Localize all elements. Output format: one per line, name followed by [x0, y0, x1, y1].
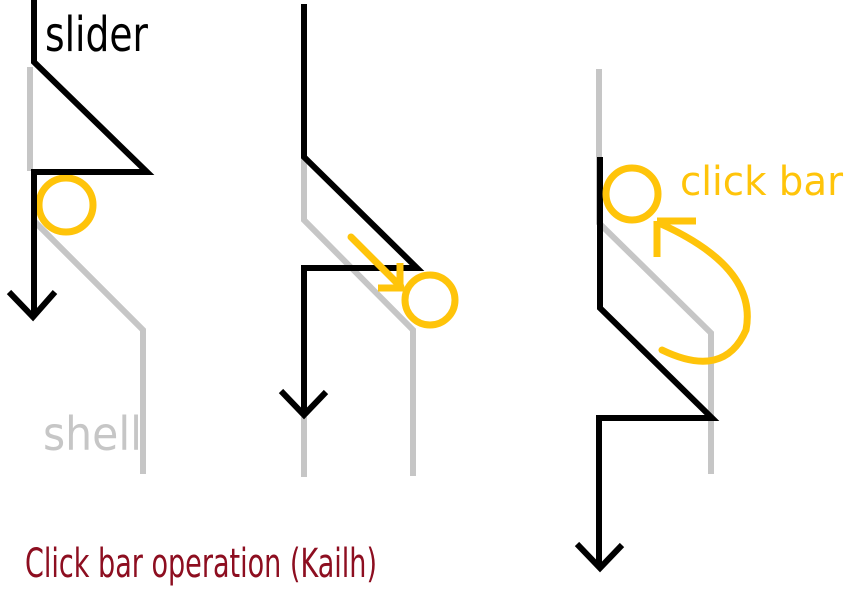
down-arrow-icon [278, 388, 329, 420]
shell-outline [301, 158, 416, 477]
slider-outline [6, 0, 155, 322]
click-bar-label: click bar [680, 159, 844, 205]
snap-arrow-shaft [347, 233, 405, 291]
shell-ramp-and-right-wall [301, 158, 416, 476]
click-bar-circle [35, 174, 97, 236]
slider-profile [301, 4, 425, 413]
shell-outline [596, 69, 714, 474]
shell-outline [27, 67, 146, 474]
panel-stage-2 [278, 4, 459, 477]
click-bar-circle [401, 271, 459, 329]
click-bar-circle [602, 164, 662, 224]
shell-ramp-and-right-wall [30, 217, 146, 474]
shell-label: shell [43, 407, 142, 461]
slider-profile [31, 0, 155, 314]
slider-label: slider [45, 7, 148, 63]
click-bar-group [602, 164, 751, 365]
return-arrow-curve [657, 220, 751, 365]
panel-stage-3: click bar [574, 69, 844, 573]
panel-stage-1: slider shell [6, 0, 155, 474]
click-bar-group [347, 233, 459, 329]
down-arrow-icon [6, 289, 58, 322]
slider-outline [574, 157, 720, 573]
shell-wall-and-ramp [596, 69, 714, 474]
slider-profile [596, 157, 720, 565]
down-arrow-icon [574, 541, 625, 573]
slider-outline [278, 4, 425, 420]
figure-caption: Click bar operation (Kailh) [25, 541, 377, 587]
